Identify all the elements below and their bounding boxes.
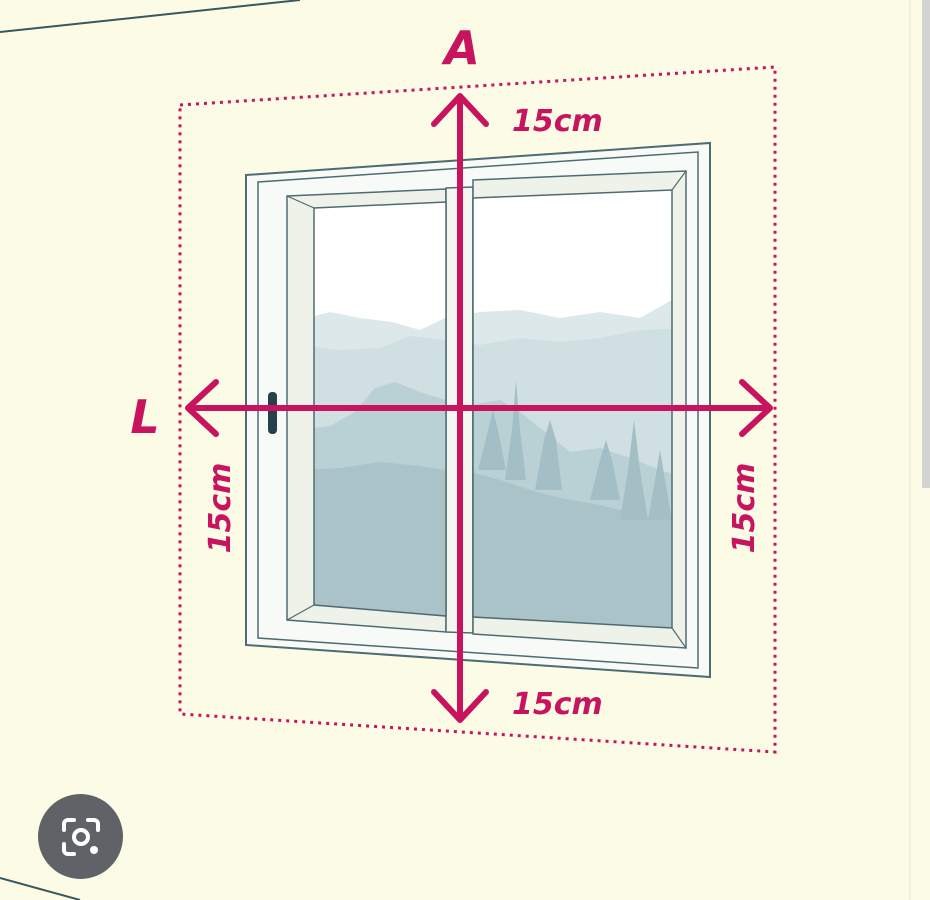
height-label: A [441, 21, 480, 75]
left-bevel-bottom [286, 604, 315, 621]
camera-search-icon [61, 817, 100, 856]
bottom-margin-label: 15cm [512, 687, 603, 722]
right-margin-label: 15cm [727, 463, 762, 554]
floor-edge-line [0, 877, 81, 900]
measurement-arrows [185, 93, 773, 723]
height-arrow-bottom-head [431, 689, 489, 723]
left-margin-label: 15cm [203, 463, 238, 554]
clearance-outline [178, 65, 777, 754]
window-handle-icon [268, 392, 277, 434]
right-bevel-bottom [671, 627, 687, 649]
left-glass-outline [313, 201, 447, 617]
height-arrow-top-head [431, 93, 489, 127]
left-bevel-top [286, 195, 315, 209]
width-label: L [130, 390, 159, 444]
width-arrow-left-head [185, 379, 219, 437]
top-margin-label: 15cm [512, 104, 603, 139]
right-bevel-top [671, 170, 687, 191]
ceiling-edge-line [0, 0, 301, 33]
scrollbar-thumb[interactable] [922, 0, 930, 488]
lens-search-button[interactable] [38, 794, 123, 879]
width-arrow-right-head [739, 379, 773, 437]
window-inner-frame [257, 151, 699, 669]
